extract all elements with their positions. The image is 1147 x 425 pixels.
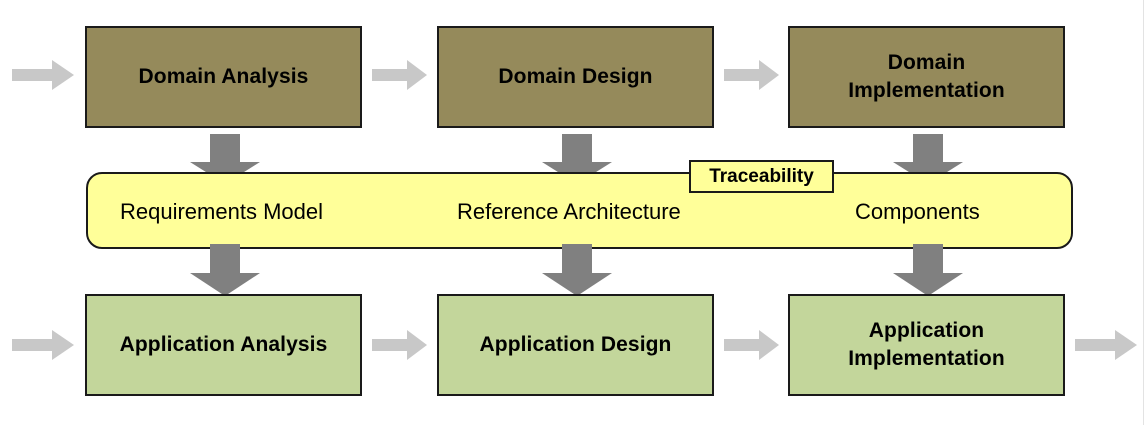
entry-arrow-application-icon [12, 330, 74, 360]
arrow-band-to-application-design-icon [542, 244, 612, 296]
traceability-band [86, 172, 1073, 249]
arrow-domain-design-to-domain-implementation-icon [724, 60, 779, 90]
process-box-domain-implementation[interactable]: Domain Implementation [788, 26, 1065, 128]
arrow-application-design-to-application-implementation-icon [724, 330, 779, 360]
arrow-domain-analysis-to-domain-design-icon [372, 60, 427, 90]
exit-arrow-application-icon [1075, 330, 1137, 360]
canvas-right-border [1143, 0, 1144, 425]
process-box-application-design[interactable]: Application Design [437, 294, 714, 396]
process-box-application-analysis[interactable]: Application Analysis [85, 294, 362, 396]
arrow-band-to-application-implementation-icon [893, 244, 963, 296]
arrow-application-analysis-to-application-design-icon [372, 330, 427, 360]
arrow-domain-analysis-to-band-icon [190, 134, 260, 184]
process-box-label: Domain Analysis [138, 64, 309, 88]
process-box-domain-design[interactable]: Domain Design [437, 26, 714, 128]
process-box-label: Application Analysis [119, 332, 328, 356]
process-box-label: Application Implementation [848, 317, 1005, 374]
arrow-band-to-application-analysis-icon [190, 244, 260, 296]
process-box-label-line2: Implementation [848, 79, 1005, 102]
process-box-label: Application Design [479, 332, 672, 356]
arrow-domain-implementation-to-band-icon [893, 134, 963, 184]
process-box-label-line2: Implementation [848, 347, 1005, 370]
band-artifact-reference-architecture: Reference Architecture [457, 199, 681, 224]
entry-arrow-domain-icon [12, 60, 74, 90]
process-box-label: Domain Implementation [848, 49, 1005, 106]
process-box-label-line1: Application [868, 318, 985, 342]
band-artifact-components: Components [855, 199, 980, 224]
band-artifact-requirements-model: Requirements Model [120, 199, 323, 224]
process-box-label-line1: Domain [887, 50, 966, 74]
arrow-domain-design-to-band-icon [542, 134, 612, 184]
process-box-domain-analysis[interactable]: Domain Analysis [85, 26, 362, 128]
process-box-label: Domain Design [498, 64, 653, 88]
traceability-callout-label: Traceability [689, 160, 834, 193]
process-box-application-implementation[interactable]: Application Implementation [788, 294, 1065, 396]
